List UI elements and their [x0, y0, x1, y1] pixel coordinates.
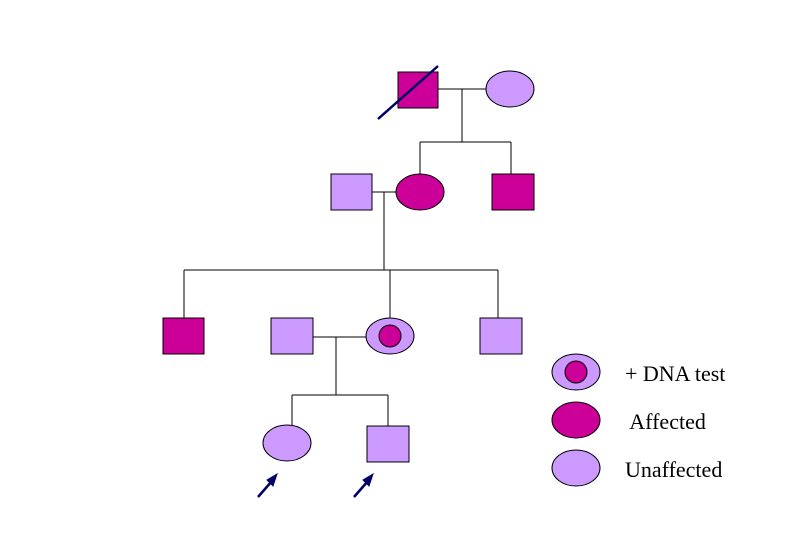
gen1-father-square	[397, 71, 439, 109]
legend-label-dna-positive: + DNA test	[625, 361, 726, 386]
legend-label-affected: Affected	[625, 409, 706, 434]
gen2-daughter-circle	[395, 173, 445, 211]
gen1-mother-circle	[485, 70, 535, 108]
gen2-husband-square	[330, 173, 373, 211]
proband-arrow-right-head	[362, 472, 374, 487]
proband-arrow-left-head	[266, 472, 278, 487]
gen4-son-square	[366, 425, 410, 463]
legend-symbols	[551, 353, 601, 487]
deceased-slash	[377, 65, 439, 120]
proband-arrow-left-shaft	[257, 480, 273, 498]
proband-arrows	[257, 472, 374, 498]
legend-dna-positive-dot	[564, 360, 588, 384]
legend-label-unaffected: Unaffected	[625, 457, 723, 482]
gen3-son1-square	[162, 317, 205, 355]
gen3-husband-square	[270, 317, 314, 355]
proband-arrow-right-shaft	[353, 480, 369, 498]
gen2-son-square	[491, 173, 535, 211]
gen3-son2-square	[479, 317, 523, 355]
gen4-daughter-circle	[262, 424, 312, 462]
legend-unaffected-symbol	[551, 449, 601, 487]
gen3-daughter-dna-dot	[378, 324, 402, 348]
legend-affected-symbol	[551, 401, 601, 439]
pedigree-lines	[183, 88, 512, 426]
